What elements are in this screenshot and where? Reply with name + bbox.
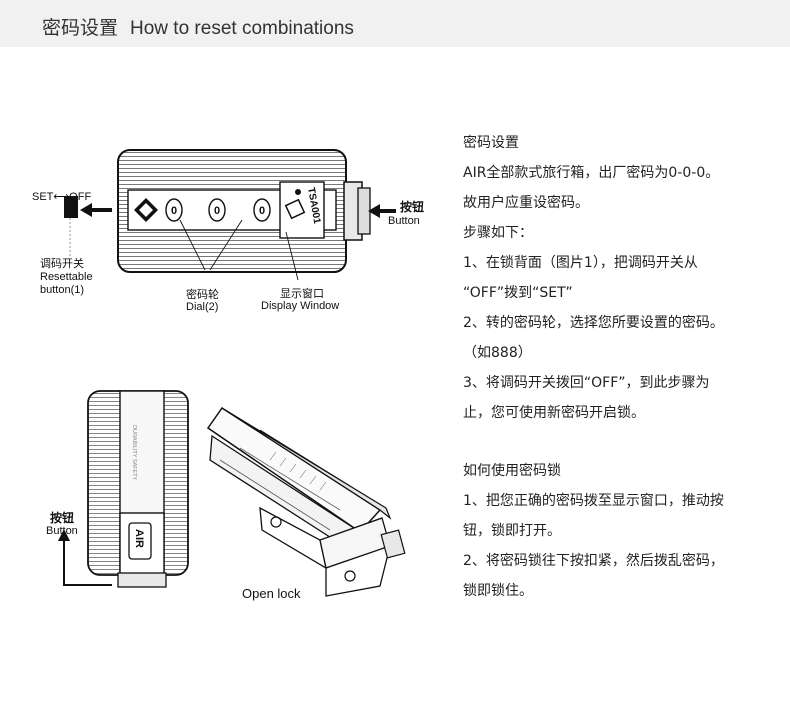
lock-back-diagram: 0 0 0 TSA001 SET⟷OFF 调码开关 Resettable but… (32, 149, 424, 313)
lock-front-diagram: DURABILITY SAFETY AIR 按钮 Button (46, 390, 189, 588)
svg-text:0: 0 (259, 205, 265, 217)
instruction-line: 1、把您正确的密码拨至显示窗口，推动按 (463, 493, 724, 509)
air-badge (128, 522, 152, 560)
page-title: 密码设置 How to reset combinations (42, 13, 354, 40)
page-header: 密码设置 How to reset combinations (0, 0, 790, 47)
open-lock-label: Open lock (242, 586, 301, 601)
instruction-line: 故用户应重设密码。 (463, 195, 589, 211)
instruction-line: 止，您可使用新密码开启锁。 (463, 405, 645, 421)
dial-3: 0 (253, 198, 271, 222)
instruction-line: AIR全部款式旅行箱，出厂密码为0-0-0。 (463, 165, 720, 181)
instruction-line: 1、在锁背面（图片1），把调码开关从 (463, 255, 698, 271)
window-label-en: Display Window (261, 300, 339, 312)
button-label-cn: 按钮 (400, 199, 424, 214)
title-en: How to reset combinations (130, 18, 354, 39)
set-off-label: SET⟷OFF (32, 191, 91, 203)
instruction-line: 锁即锁住。 (463, 583, 533, 599)
instructions: 密码设置 AIR全部款式旅行箱，出厂密码为0-0-0。 故用户应重设密码。 步骤… (463, 128, 783, 606)
instruction-line: 钮，锁即打开。 (463, 523, 561, 539)
instruction-line: 步骤如下： (463, 225, 533, 241)
instruction-line: 2、将密码锁往下按扣紧，然后拨乱密码， (463, 553, 724, 569)
open-lock-drawing (206, 406, 406, 597)
svg-text:AIR: AIR (133, 529, 145, 548)
dial-label-en: Dial(2) (186, 301, 218, 313)
instruction-line: “OFF”拨到“SET” (463, 285, 573, 301)
brand-logo-icon (134, 198, 158, 222)
switch-label-en-1: Resettable (40, 271, 93, 283)
instruction-line: 2、转的密码轮，选择您所要设置的密码。 (463, 315, 724, 331)
tsa-lock-icon (284, 198, 306, 220)
instruction-line: （如888） (463, 345, 532, 361)
usage-section: 如何使用密码锁 1、把您正确的密码拨至显示窗口，推动按 钮，锁即打开。 2、将密… (463, 456, 783, 606)
lock-open-diagram: Open lock (206, 406, 406, 601)
reset-section: 密码设置 AIR全部款式旅行箱，出厂密码为0-0-0。 故用户应重设密码。 步骤… (463, 128, 783, 428)
button2-label-cn: 按钮 (50, 510, 74, 525)
reset-switch (64, 196, 78, 218)
instruction-line: 3、将调码开关拨回“OFF”，到此步骤为 (463, 375, 710, 391)
switch-label-cn: 调码开关 (40, 256, 84, 270)
instruction-line: 密码设置 (463, 135, 519, 151)
release-button (117, 572, 167, 588)
button-label-en: Button (388, 215, 420, 227)
instruction-line: 如何使用密码锁 (463, 463, 561, 479)
title-cn: 密码设置 (42, 17, 119, 39)
svg-text:0: 0 (214, 205, 220, 217)
svg-text:0: 0 (171, 205, 177, 217)
strap-text: DURABILITY SAFETY (131, 425, 137, 481)
dial-1: 0 (165, 198, 183, 222)
window-label-cn: 显示窗口 (280, 286, 324, 300)
dial-label-cn: 密码轮 (186, 287, 219, 301)
button2-label-en: Button (46, 525, 78, 537)
dial-2: 0 (208, 198, 226, 222)
switch-label-en-2: button(1) (40, 284, 84, 296)
